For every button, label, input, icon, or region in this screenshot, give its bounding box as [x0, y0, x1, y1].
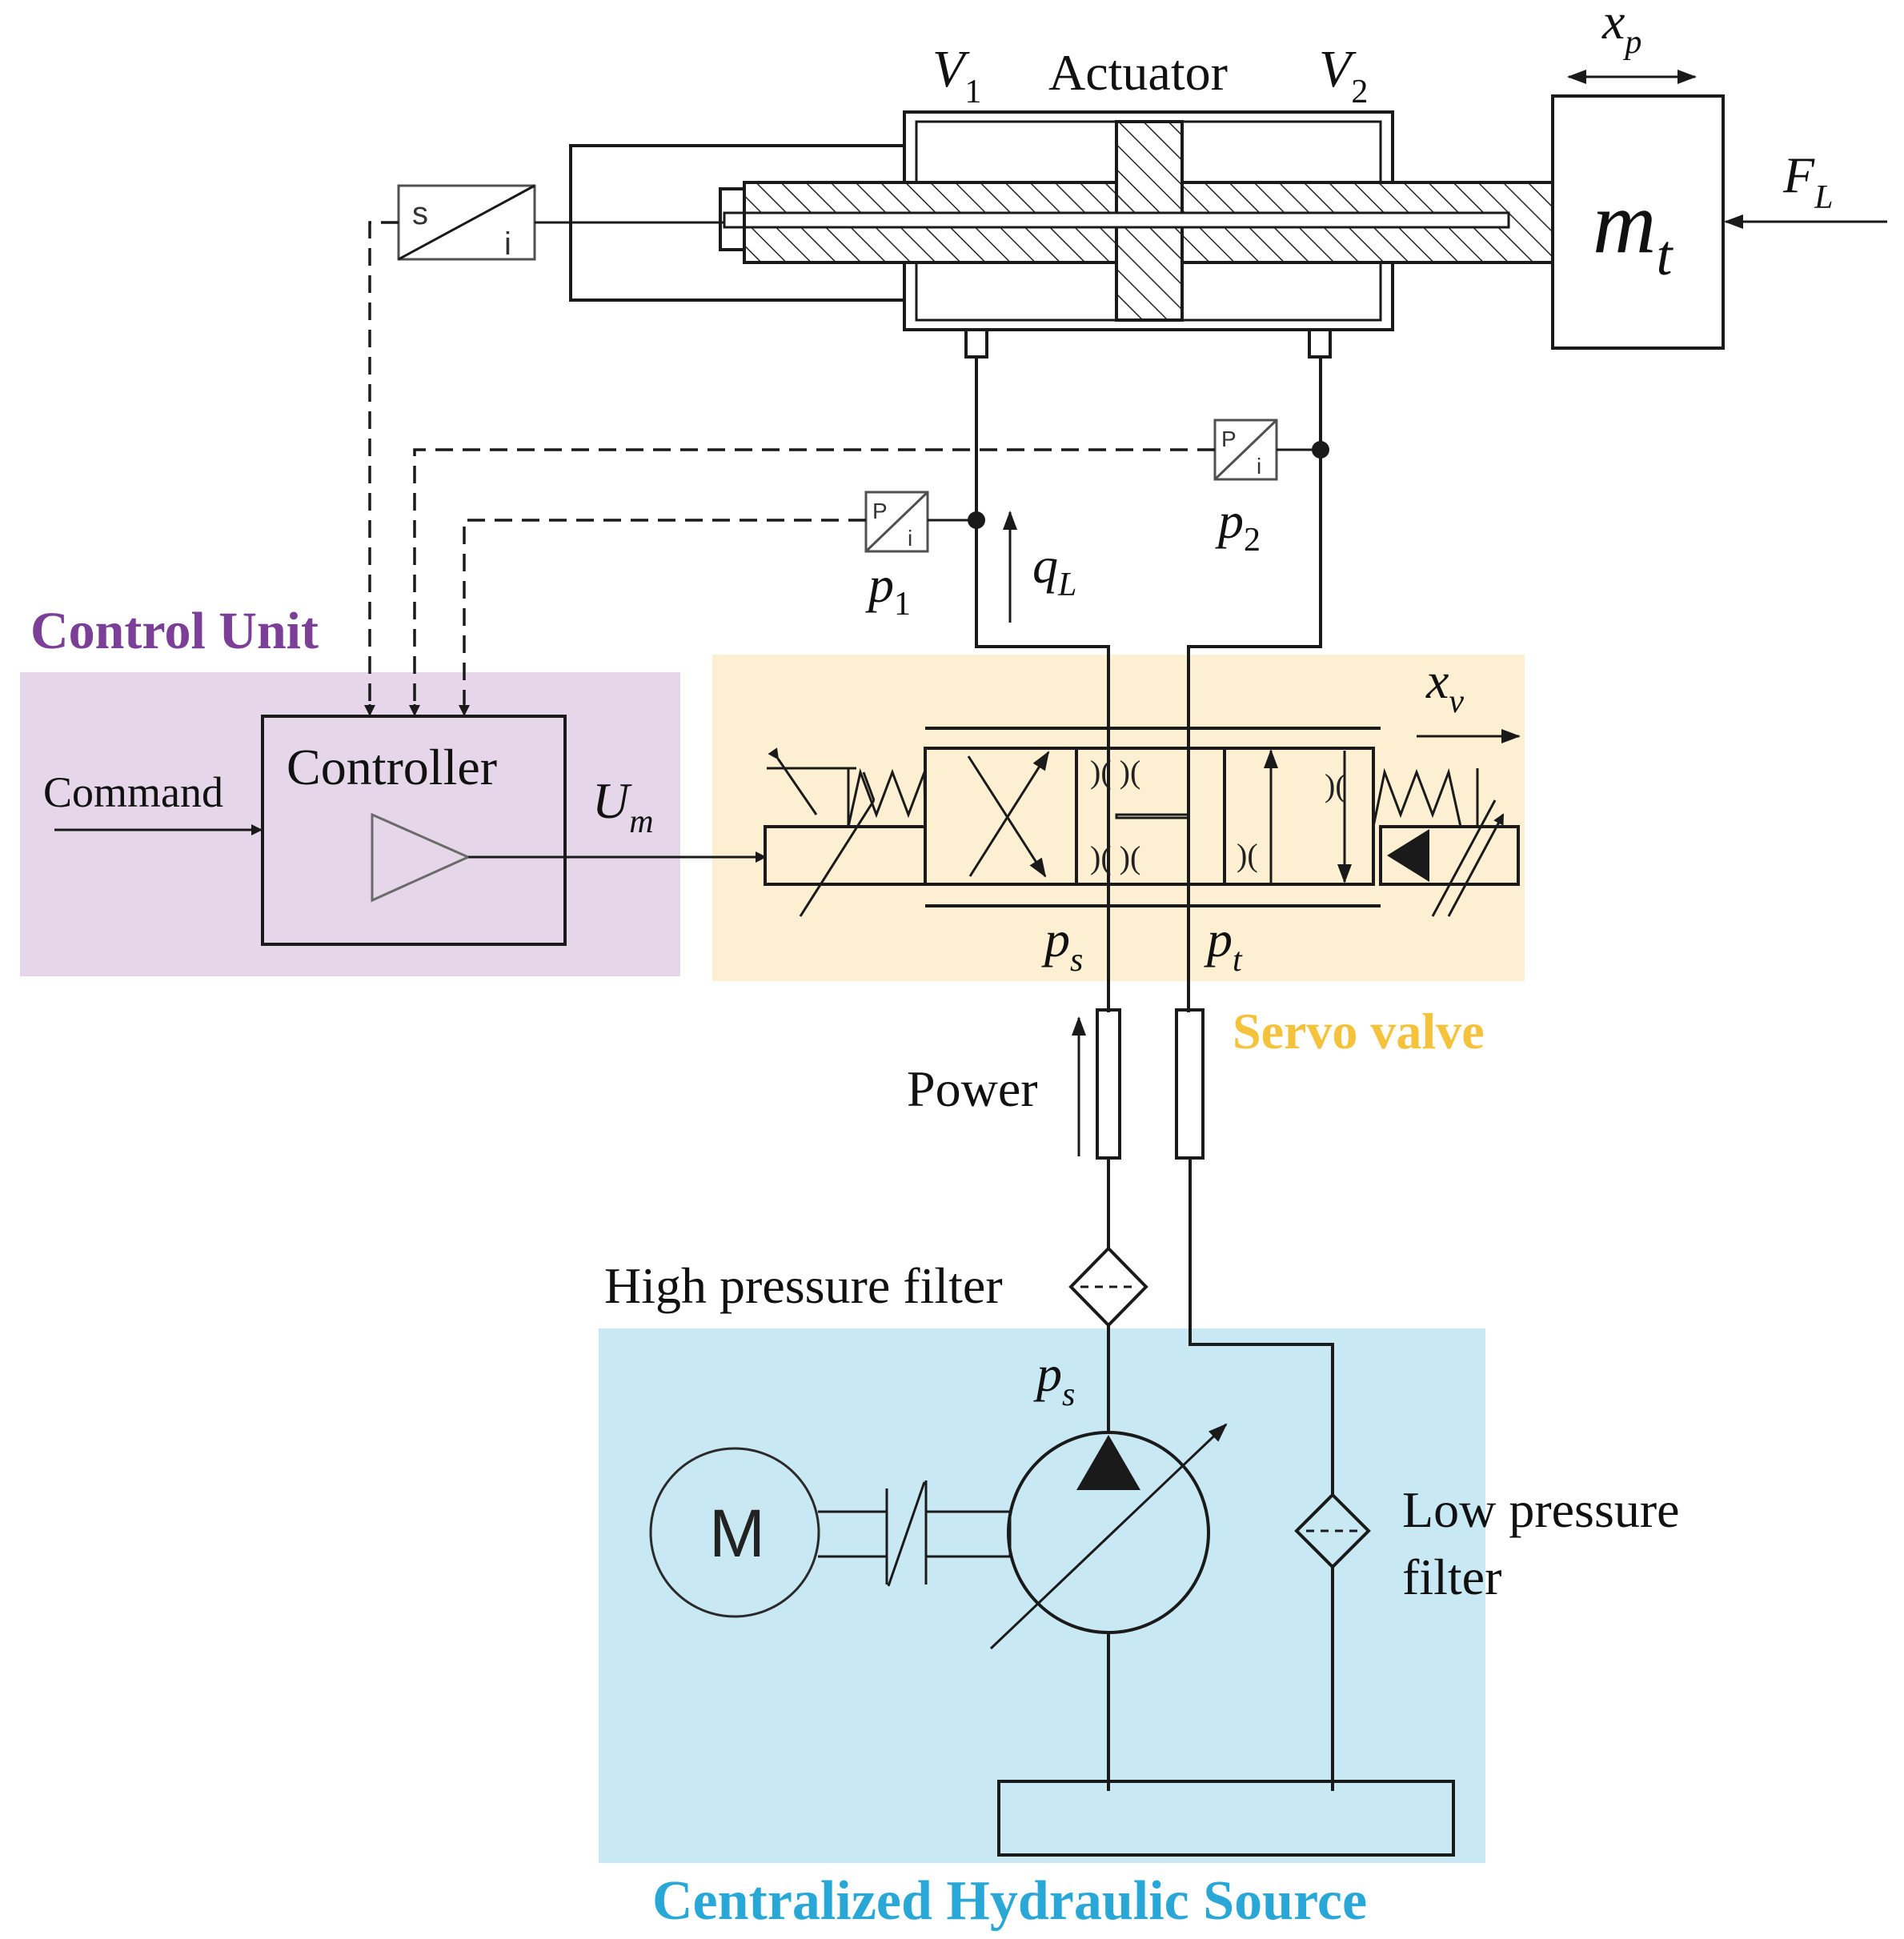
power-label: Power	[907, 1060, 1038, 1117]
p2-junction	[1312, 441, 1329, 459]
low-pressure-filter-label-line1: Low pressure	[1402, 1481, 1680, 1538]
command-label: Command	[43, 768, 223, 816]
position-sensor-in-label: s	[412, 196, 428, 231]
svg-text:)(: )(	[1237, 837, 1258, 873]
high-pressure-filter-label: High pressure filter	[604, 1257, 1003, 1314]
hydraulic-source-title: Centralized Hydraulic Source	[652, 1870, 1367, 1932]
position-feedback-signal	[368, 221, 399, 704]
port-v1	[964, 328, 988, 359]
solenoid-triangle	[1387, 829, 1429, 882]
supply-hose	[1096, 1008, 1121, 1160]
coupling	[818, 1480, 1012, 1587]
p1-junction	[968, 511, 985, 529]
orifice-symbols-center: )( )(	[1090, 754, 1140, 790]
ps-source-label: ps	[1033, 1345, 1075, 1413]
p1-feedback-signal	[463, 519, 866, 704]
p2-label: p2	[1215, 492, 1261, 559]
control-unit-region	[20, 672, 680, 976]
rod-end-cap	[719, 187, 746, 251]
port-v2	[1308, 328, 1332, 359]
pressure-sensor-1-in-label: P	[872, 499, 888, 523]
servo-valve-title: Servo valve	[1233, 1003, 1485, 1060]
line-a-port	[975, 357, 1110, 1012]
p2-feedback-signal	[413, 448, 1215, 704]
right-spring	[1372, 767, 1462, 827]
high-pressure-filter	[1068, 1246, 1148, 1328]
xp-label: xp	[1601, 0, 1641, 61]
sensor-bore	[723, 211, 1510, 229]
load-force-label: FL	[1782, 146, 1833, 216]
reservoir-tank	[997, 1780, 1455, 1857]
motor	[649, 1447, 820, 1618]
controller-label: Controller	[287, 739, 497, 795]
ps-valve-label: ps	[1041, 911, 1083, 979]
position-sensor: s i	[397, 184, 536, 262]
pressure-sensor-1-out-label: i	[908, 526, 912, 551]
p1-label: p1	[865, 556, 911, 623]
return-line	[1188, 1158, 1334, 1495]
control-unit-title: Control Unit	[30, 602, 319, 660]
xv-label: xv	[1425, 652, 1464, 720]
motor-label: M	[709, 1496, 765, 1571]
valve-cross-2	[967, 755, 1047, 878]
hydraulic-source-region	[599, 1328, 1485, 1863]
svg-text:)( )(: )( )(	[1090, 839, 1140, 875]
controller-box	[261, 715, 567, 946]
pressure-sensor-2-out-label: i	[1257, 454, 1261, 479]
pt-label: pt	[1204, 911, 1243, 979]
low-pressure-filter-label-line2: filter	[1402, 1548, 1501, 1605]
servo-valve: )( )( )( )( )( )(	[764, 727, 1520, 917]
v1-label: V1	[932, 40, 981, 110]
pump-variable-arrow	[989, 1423, 1228, 1650]
pressure-sensor-1: P i	[864, 491, 929, 553]
valve-spool	[924, 747, 1375, 886]
return-hose	[1175, 1008, 1205, 1160]
position-sensor-out-label: i	[504, 226, 511, 262]
um-label: Um	[592, 772, 654, 840]
actuator-title: Actuator	[1048, 44, 1228, 101]
amplifier-triangle	[371, 812, 471, 903]
valve-cross-1	[968, 751, 1050, 877]
svg-text:)(: )(	[1325, 767, 1346, 803]
load-mass-label: mt	[1593, 174, 1674, 287]
v2-label: V2	[1319, 40, 1368, 110]
pressure-sensor-2-in-label: P	[1221, 427, 1237, 451]
ql-label: qL	[1032, 537, 1076, 603]
actuator-assembly	[569, 110, 1554, 359]
pump-triangle	[1076, 1435, 1140, 1490]
pressure-sensor-2: P i	[1213, 419, 1278, 481]
line-b-port	[1187, 357, 1322, 1012]
load-mass-box	[1551, 94, 1725, 350]
